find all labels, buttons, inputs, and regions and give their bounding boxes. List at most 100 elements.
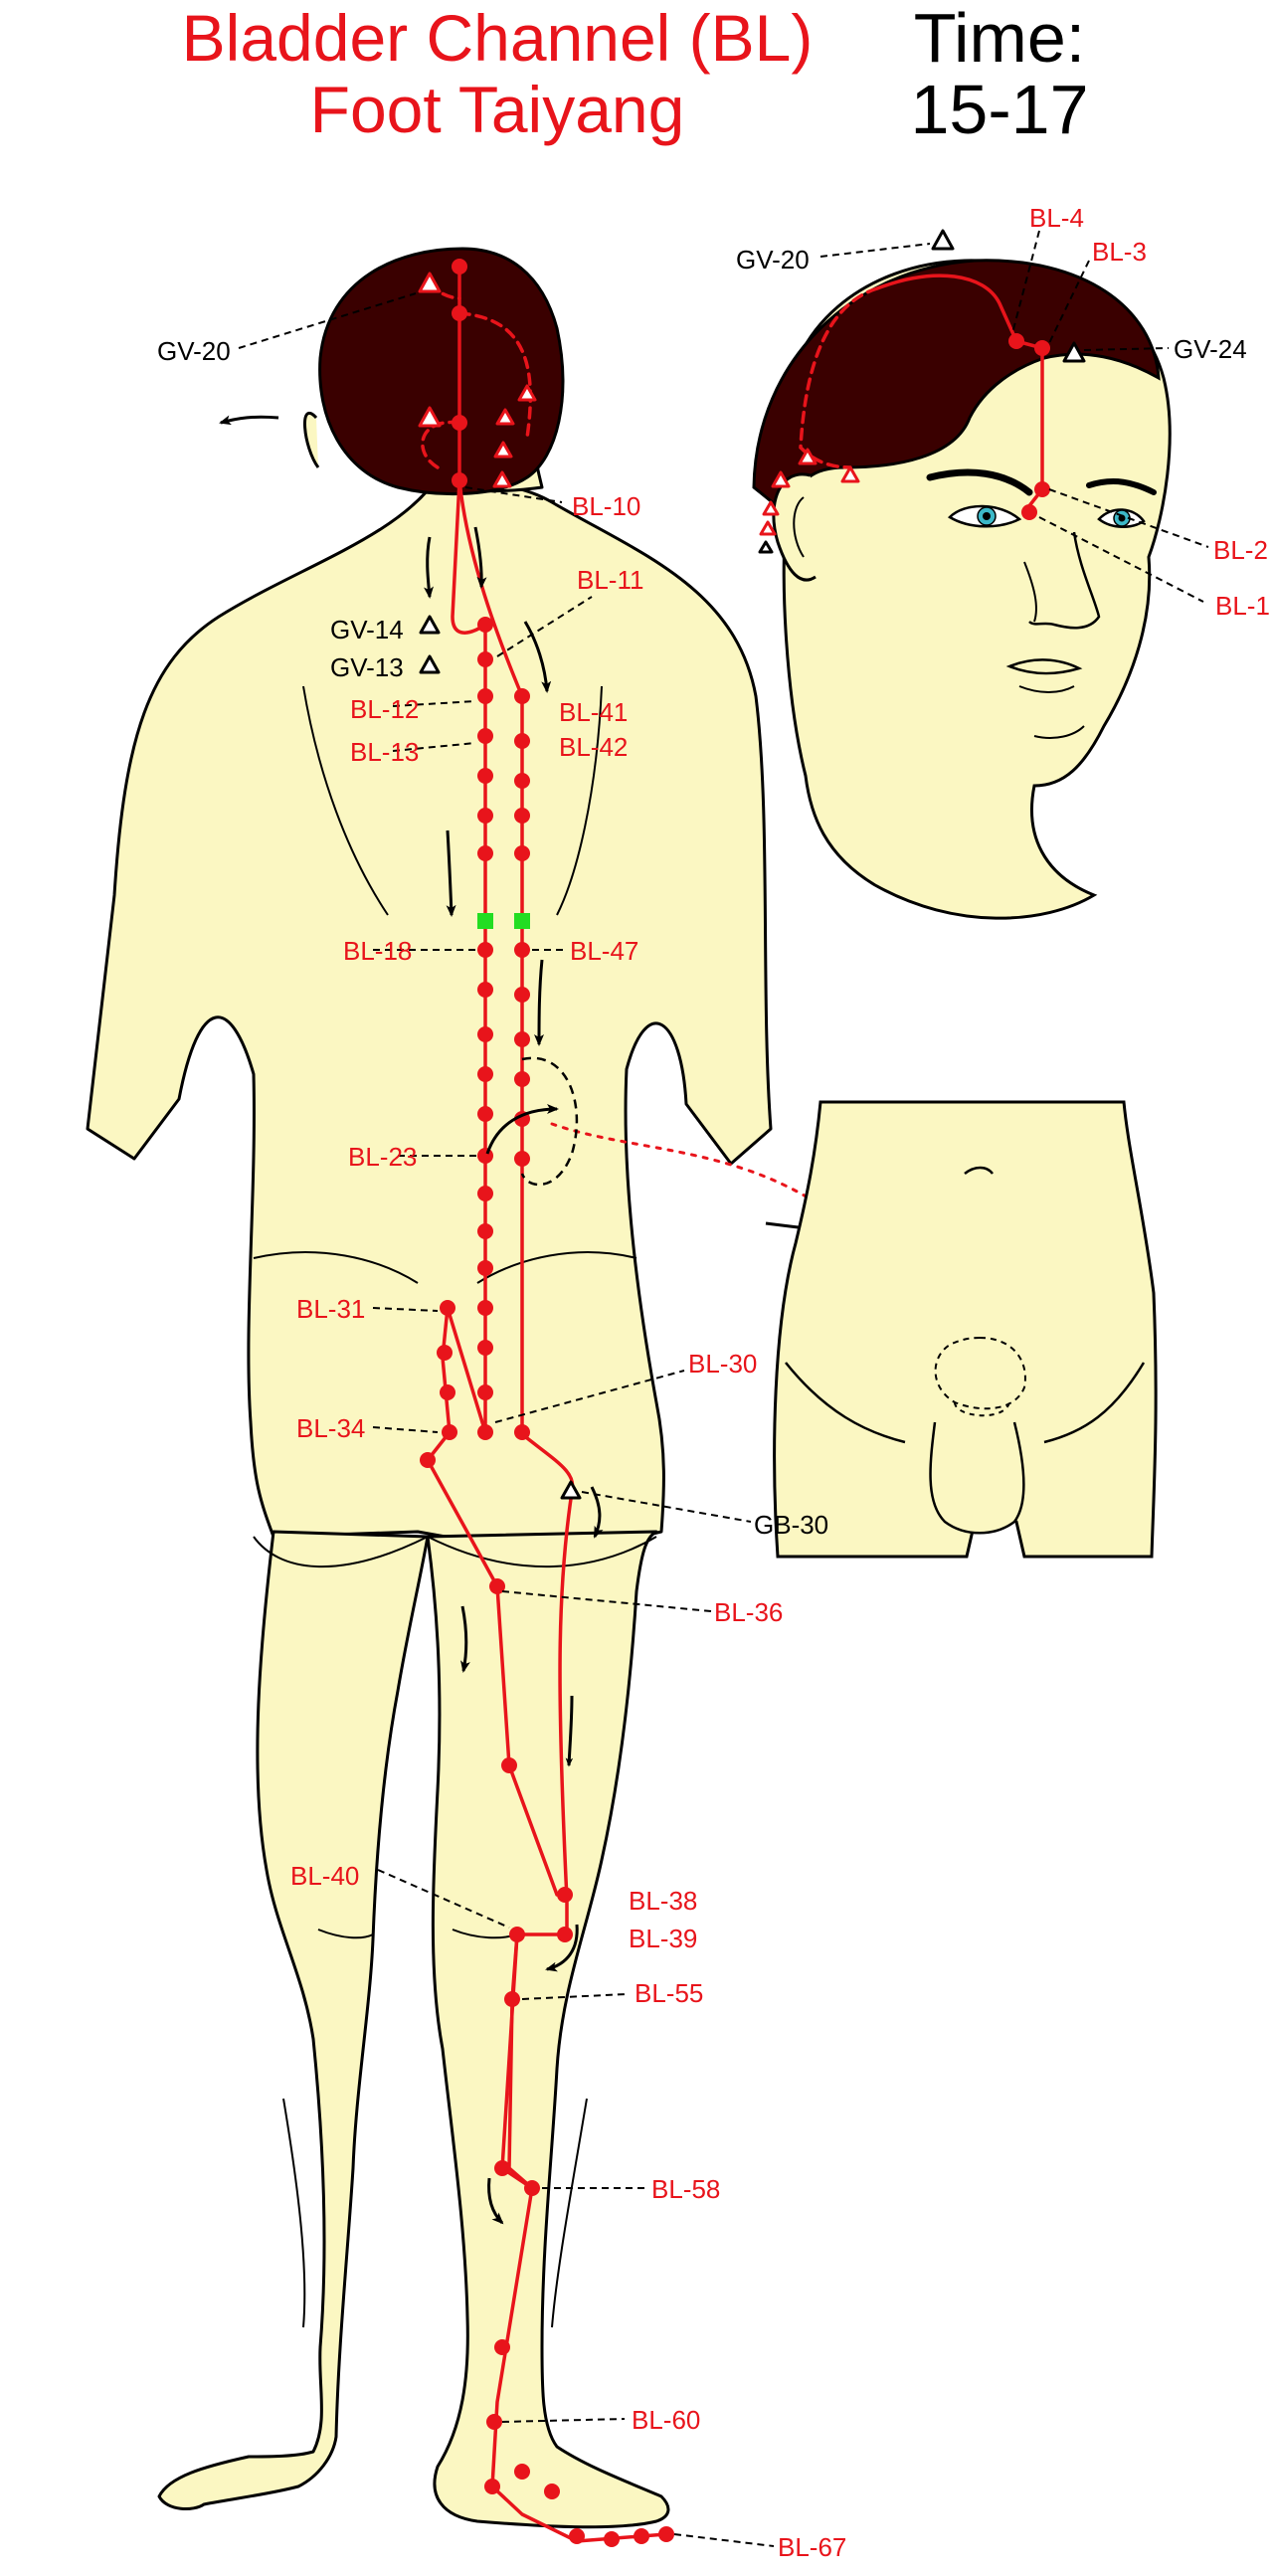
leader-bl4: [1011, 230, 1040, 334]
point-bl18: [477, 942, 493, 958]
triangle-head-right-1: [517, 384, 537, 402]
label-bl11: BL-11: [577, 565, 643, 595]
label-gv13: GV-13: [330, 652, 404, 682]
point-bl40: [509, 1927, 525, 1942]
point-head-3: [452, 415, 467, 431]
point-thigh-mid: [501, 1757, 517, 1773]
point-inner-5: [477, 982, 493, 998]
leader-bl1: [1038, 516, 1204, 603]
head-branch-dashed: [457, 311, 533, 440]
title-line-2: Foot Taiyang: [309, 73, 685, 146]
point-inner-14: [477, 1384, 493, 1400]
point-inner-9: [477, 1186, 493, 1201]
point-inner-11: [477, 1260, 493, 1276]
arrow-head-left: [219, 415, 279, 426]
title-line-1: Bladder Channel (BL): [181, 1, 814, 75]
back-body-details: [253, 685, 657, 2328]
point-outer-6: [514, 1071, 530, 1087]
point-bl4: [1008, 333, 1024, 349]
point-inner-13: [477, 1340, 493, 1356]
arrow-thigh-right: [565, 1695, 574, 1767]
label-gv24: GV-24: [1174, 334, 1247, 364]
label-bl42: BL-42: [559, 732, 628, 762]
point-inner-10: [477, 1223, 493, 1239]
point-outer-5: [514, 1031, 530, 1047]
label-gv14: GV-14: [330, 615, 404, 644]
point-inner-6: [477, 1026, 493, 1042]
point-foot-5: [604, 2531, 620, 2547]
label-bl38: BL-38: [629, 1886, 697, 1916]
point-bl39: [557, 1927, 573, 1942]
point-foot-1: [484, 2479, 500, 2494]
triangle-gv13: [419, 654, 441, 674]
face-hair: [752, 259, 1161, 520]
triangle-gv24-face: [1062, 341, 1086, 363]
point-bl58: [524, 2180, 540, 2196]
left-calf-line: [282, 2098, 306, 2328]
face-reference-triangles: [758, 229, 1086, 554]
point-sacral-2: [437, 1345, 453, 1361]
point-bl67: [658, 2526, 674, 2542]
label-bl40: BL-40: [290, 1861, 359, 1891]
point-foot-6: [634, 2528, 649, 2544]
face-channel-points: [1008, 333, 1050, 520]
point-foot-3: [544, 2484, 560, 2499]
left-popliteal-line: [317, 1929, 374, 1939]
neck-split-outer: [457, 478, 524, 1436]
left-leg: [157, 1530, 430, 2510]
leader-bl10: [464, 486, 563, 503]
left-scapula-line: [302, 685, 389, 916]
point-outer-8: [514, 1151, 530, 1167]
arrow-back-mid: [446, 829, 456, 917]
point-inner-3: [477, 808, 493, 824]
triangle-face-3: [840, 465, 860, 483]
leader-bl55: [521, 1993, 628, 2000]
arrow-thigh-left: [460, 1605, 470, 1673]
abdomen-genitals: [929, 1421, 1025, 1535]
point-outer-3: [514, 845, 530, 861]
face-inset: [752, 259, 1172, 920]
leader-gv24: [1083, 347, 1170, 351]
triangle-gv20-back: [418, 272, 442, 293]
back-labels: GV-20 BL-10 BL-11 GV-14 GV-13 BL-12 BL-1…: [157, 336, 846, 2562]
face-pupil-right: [1118, 514, 1126, 522]
arrow-lumbar: [534, 959, 545, 1046]
right-leg: [426, 1530, 670, 2529]
leader-bl67: [673, 2533, 775, 2547]
face-ear-inner: [793, 496, 805, 558]
label-gb30: GB-30: [754, 1510, 828, 1540]
point-inner-8: [477, 1106, 493, 1122]
arrow-neck-1: [424, 536, 434, 599]
triangle-gv14: [419, 615, 441, 635]
point-inner-2: [477, 768, 493, 784]
point-bl47: [514, 942, 530, 958]
time-label: Time:: [913, 0, 1086, 77]
face-channel-crown: [875, 274, 1044, 491]
point-bl11: [477, 617, 493, 633]
leader-bl11: [496, 596, 593, 657]
abdomen-bladder-base: [954, 1401, 1010, 1417]
point-foot-2: [514, 2464, 530, 2480]
triangle-gv20-face: [931, 229, 955, 251]
point-bl42: [514, 733, 530, 749]
abdomen-navel: [964, 1166, 994, 1176]
triangle-head-right-3: [493, 441, 513, 459]
point-bl60: [486, 2414, 502, 2430]
point-bl41: [514, 688, 530, 704]
diagram-title: Bladder Channel (BL) Foot Taiyang: [119, 2, 875, 145]
triangle-head-left: [418, 406, 442, 428]
arrow-kidney: [485, 1104, 559, 1155]
label-bl13: BL-13: [350, 737, 419, 767]
point-calf-low: [494, 2339, 510, 2355]
label-bl39: BL-39: [629, 1924, 697, 1953]
point-foot-4: [569, 2528, 585, 2544]
time-block: Time: 15-17: [890, 2, 1109, 145]
leader-bl13: [392, 742, 476, 752]
leader-lines: [238, 230, 1209, 2547]
face-nose: [1028, 531, 1101, 630]
leader-bl34: [372, 1426, 439, 1433]
point-outer-2: [514, 808, 530, 824]
triangle-gb30: [560, 1480, 582, 1500]
right-scapula-line: [556, 685, 603, 916]
